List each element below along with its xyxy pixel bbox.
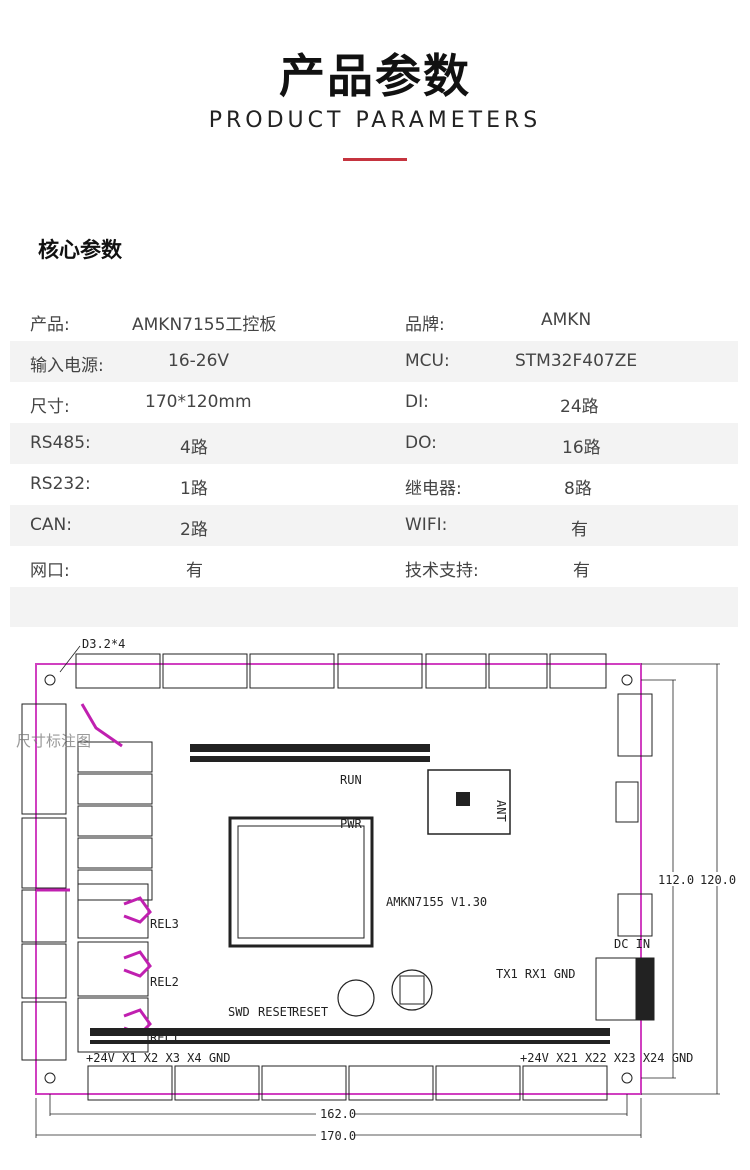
spec-key: 产品: — [30, 315, 70, 335]
top-terminals — [75, 653, 607, 689]
spec-row: 尺寸: 170*120mm DI: 24路 — [10, 382, 738, 423]
spec-key: MCU: — [405, 351, 450, 371]
mounting-hole-icon — [44, 1072, 56, 1084]
page-title: 产品参数 — [279, 49, 471, 103]
dc-in-label: DC IN — [614, 937, 650, 951]
spec-table: 产品: AMKN7155工控板 品牌: AMKN 输入电源: 16-26V MC… — [10, 300, 738, 627]
spec-key: 继电器: — [405, 479, 462, 499]
spec-key: RS232: — [30, 474, 91, 494]
board-drawing: D3.2*4 — [0, 632, 750, 1152]
battery-holder — [391, 969, 433, 1011]
spec-value: 8路 — [564, 479, 592, 499]
reset-label-2: RESET — [292, 1005, 328, 1019]
left-terminals — [21, 703, 67, 1061]
mounting-hole-icon — [621, 674, 633, 686]
bottom-right-label: +24V X21 X22 X23 X24 GND — [520, 1051, 693, 1065]
watermark: 尺寸标注图 — [16, 732, 92, 750]
spec-value: 4路 — [180, 438, 208, 458]
dim-width-inner: 162.0 — [320, 1107, 356, 1121]
uart-label: TX1 RX1 GND — [496, 967, 575, 981]
spec-row-empty — [10, 587, 738, 627]
spec-value: 1路 — [180, 479, 208, 499]
spec-key: 技术支持: — [405, 561, 479, 581]
reset-label: RESET — [258, 1005, 294, 1019]
dim-height-inner: 112.0 — [658, 873, 694, 887]
spec-value: AMKN7155工控板 — [132, 315, 277, 335]
mounting-hole-icon — [621, 1072, 633, 1084]
spec-value: 有 — [571, 520, 588, 540]
dim-height-outer: 120.0 — [700, 873, 736, 887]
inductor — [337, 979, 375, 1017]
spec-key: CAN: — [30, 515, 72, 535]
title-accent-bar — [343, 158, 407, 161]
spec-key: 网口: — [30, 561, 70, 581]
spec-value: 有 — [573, 561, 590, 581]
pwr-label: PWR — [340, 817, 362, 831]
spec-key: WIFI: — [405, 515, 448, 535]
spec-value: STM32F407ZE — [515, 351, 638, 371]
right-connectors — [595, 693, 655, 1021]
component-rows — [90, 744, 610, 1044]
relay-label: REL3 — [150, 917, 179, 931]
hole-label: D3.2*4 — [82, 637, 125, 651]
bottom-left-label: +24V X1 X2 X3 X4 GND — [86, 1051, 231, 1065]
run-label: RUN — [340, 773, 362, 787]
spec-row: CAN: 2路 WIFI: 有 — [10, 505, 738, 546]
dim-width-outer: 170.0 — [320, 1129, 356, 1143]
swd-label: SWD — [228, 1005, 250, 1019]
spec-value: 2路 — [180, 520, 208, 540]
page-subtitle: PRODUCT PARAMETERS — [208, 108, 542, 133]
spec-row: RS485: 4路 DO: 16路 — [10, 423, 738, 464]
pcb-outline-svg: D3.2*4 — [21, 637, 742, 1143]
spec-key: RS485: — [30, 433, 91, 453]
antenna-label: ANT — [494, 800, 508, 822]
spec-key: 输入电源: — [30, 356, 104, 376]
mounting-hole-icon — [44, 674, 56, 686]
spec-value: 16路 — [562, 438, 601, 458]
spec-row: RS232: 1路 继电器: 8路 — [10, 464, 738, 505]
relay-label: REL2 — [150, 975, 179, 989]
section-title: 核心参数 — [38, 238, 122, 262]
spec-key: 品牌: — [405, 315, 445, 335]
board-model-label: AMKN7155 V1.30 — [386, 895, 487, 909]
spec-row: 输入电源: 16-26V MCU: STM32F407ZE — [10, 341, 738, 382]
spec-value: 24路 — [560, 397, 599, 417]
spec-value: 有 — [186, 561, 203, 581]
spec-value: AMKN — [541, 310, 592, 330]
spec-key: DO: — [405, 433, 437, 453]
mcu-chip — [228, 816, 374, 948]
spec-key: 尺寸: — [30, 397, 70, 417]
spec-row: 网口: 有 技术支持: 有 — [10, 546, 738, 587]
spec-key: DI: — [405, 392, 429, 412]
bottom-terminals — [87, 1065, 608, 1101]
spec-value: 16-26V — [168, 351, 230, 371]
spec-row: 产品: AMKN7155工控板 品牌: AMKN — [10, 300, 738, 341]
spec-value: 170*120mm — [145, 392, 252, 412]
